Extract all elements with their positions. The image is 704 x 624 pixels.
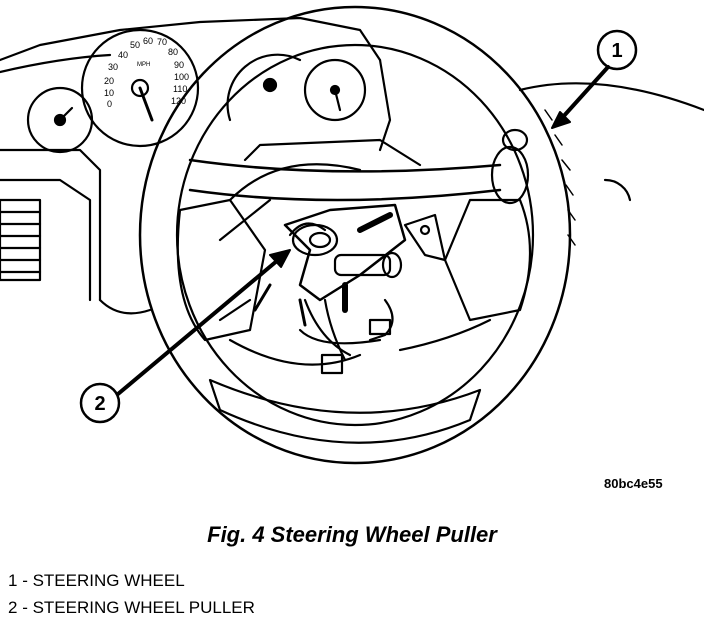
gauge-label: 90: [174, 60, 184, 70]
gauge-label: 110: [173, 84, 187, 94]
gauge-label: 40: [118, 50, 128, 60]
callout-1: [551, 29, 638, 129]
speedometer-labels: 50 60 70 40 80 30 90 20 100 10 110 0 120…: [104, 36, 189, 109]
callout-2: [79, 249, 291, 424]
dashboard: [0, 16, 704, 315]
callout-2-number: 2: [94, 393, 105, 415]
steering-wheel-puller: [253, 203, 447, 375]
legend-label: STEERING WHEEL PULLER: [32, 598, 255, 617]
legend-item: 1 - STEERING WHEEL: [8, 567, 255, 594]
tachometer: [226, 53, 302, 122]
speedometer: [80, 28, 200, 148]
steering-wheel-illustration: 1 2 50 60 70 40 80 30 90 20 100 10 110 0…: [0, 5, 704, 465]
callout-1-number: 1: [611, 40, 622, 62]
image-code: 80bc4e55: [604, 476, 663, 491]
gauge-label: 100: [174, 72, 189, 82]
gauge-label: 120: [171, 96, 186, 106]
steering-column: [218, 138, 422, 345]
gauge-label: 80: [168, 47, 178, 57]
gauge-unit: MPH: [137, 62, 150, 68]
small-gauge-right: [303, 58, 367, 122]
gauge-label: 20: [104, 76, 114, 86]
gauge-label: 10: [104, 88, 114, 98]
gauge-label: 70: [157, 37, 167, 47]
legend-separator: -: [17, 598, 33, 617]
legend: 1 - STEERING WHEEL 2 - STEERING WHEEL PU…: [8, 567, 255, 621]
gauge-label: 0: [107, 99, 112, 109]
gauge-label: 60: [143, 36, 153, 46]
legend-separator: -: [17, 571, 33, 590]
air-vent: [0, 198, 42, 282]
legend-number: 1: [8, 571, 18, 590]
gauge-label: 50: [130, 40, 140, 50]
figure-caption: Fig. 4 Steering Wheel Puller: [207, 522, 497, 547]
legend-item: 2 - STEERING WHEEL PULLER: [8, 594, 255, 621]
gauge-label: 30: [108, 62, 118, 72]
legend-number: 2: [8, 598, 18, 617]
steering-wheel: [138, 5, 576, 465]
legend-label: STEERING WHEEL: [32, 571, 185, 590]
